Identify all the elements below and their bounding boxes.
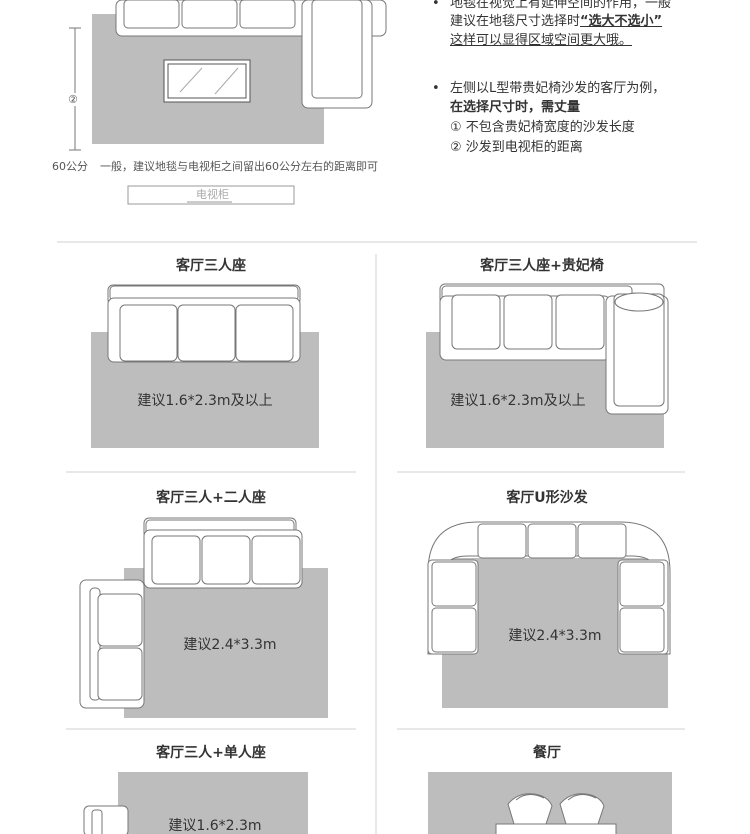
section-title: 客厅三人+单人座 [156, 745, 266, 761]
top-rug-sofa [92, 0, 387, 144]
bullet-1-char: • [432, 0, 440, 11]
emphasis-text: “选大不选小” [580, 14, 663, 29]
dining-chair-2 [559, 793, 605, 825]
rug [124, 568, 328, 718]
section-title: 客厅三人座+贵妃椅 [480, 258, 604, 274]
section-title: 客厅U形沙发 [506, 490, 588, 506]
dimension-marker: ② [68, 93, 78, 106]
distance-note: 一般，建议地毯与电视柜之间留出60公分左右的距离即可 [100, 160, 378, 173]
rug-size-label: 建议2.4*3.3m [508, 628, 602, 644]
intro-line-1: 地毯在视觉上有延伸空间的作用，一般 [450, 0, 672, 11]
layout-three-plus-two [79, 517, 328, 718]
layout-three-seat-chaise [426, 283, 669, 448]
dining-table [495, 823, 617, 834]
rug-size-label: 建议1.6*2.3m及以上 [450, 393, 586, 409]
intro-line-2: 建议在地毯尺寸选择时“选大不选小” [450, 14, 663, 29]
dining-chair-1 [507, 793, 553, 825]
measure-item-1: ① 不包含贵妃椅宽度的沙发长度 [450, 120, 635, 135]
layout-dining [428, 772, 672, 834]
section-title: 餐厅 [533, 745, 561, 761]
layout-u-sofa [427, 521, 671, 708]
rug-size-label: 建议2.4*3.3m [183, 637, 277, 653]
bullet-2-line-2: 在选择尺寸时，需丈量 [450, 100, 581, 115]
bullet-2-line-1: 左侧以L型带贵妃椅沙发的客厅为例， [450, 81, 666, 96]
section-title: 客厅三人+二人座 [156, 490, 266, 506]
rug-size-label: 建议1.6*2.3m [168, 818, 262, 834]
distance-label: 60公分 [52, 160, 88, 173]
layout-three-seat [91, 284, 319, 448]
section-title: 客厅三人座 [176, 258, 246, 274]
measure-item-2: ② 沙发到电视柜的距离 [450, 140, 583, 155]
tv-label: 电视柜 [196, 188, 229, 201]
rug-size-label: 建议1.6*2.3m及以上 [137, 393, 273, 409]
layout-three-plus-one [83, 772, 308, 834]
tv-cabinet [127, 185, 295, 205]
bullet-2-char: • [432, 81, 440, 96]
rug [118, 772, 308, 834]
dimension-line [69, 27, 81, 151]
single-chair [83, 805, 129, 834]
intro-line-3: 这样可以显得区域空间更大哦。 [450, 33, 633, 48]
